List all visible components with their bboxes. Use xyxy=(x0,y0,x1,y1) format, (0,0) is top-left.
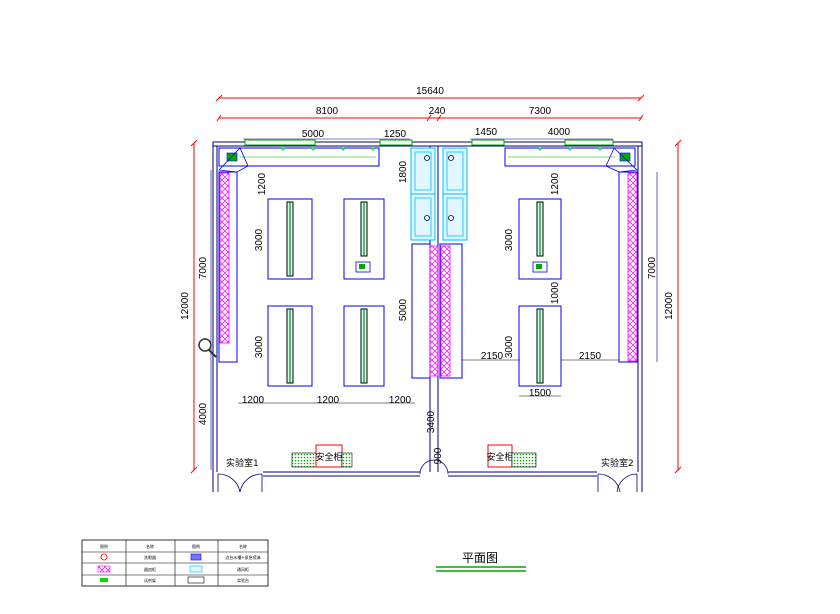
top-dimensions: 15640 8100 240 7300 5000 1250 1450 4000 xyxy=(217,86,643,140)
drawing-title-block: 平面图 xyxy=(436,551,526,572)
room-label-left: 实验室1 xyxy=(226,457,259,469)
left-overall-height-label: 12000 xyxy=(180,292,191,320)
right-window-label: 4000 xyxy=(548,127,571,138)
lab-bench xyxy=(267,198,313,280)
left-aisle-2-label: 1200 xyxy=(317,395,340,406)
walls xyxy=(212,139,643,492)
legend-row3-name2: 实验台 xyxy=(237,577,249,583)
storage-cabinet-icon xyxy=(219,172,230,344)
hood-depth-label: 1800 xyxy=(398,160,409,183)
right-bench-b-label: 3000 xyxy=(504,335,515,358)
fume-hood-legend-icon xyxy=(189,565,203,573)
legend-header-name-2: 名称 xyxy=(239,543,247,549)
legend-row2-name1: 器皿柜 xyxy=(144,566,156,572)
bench-legend-icon xyxy=(187,576,205,584)
legend-row1-name2: 边台水槽+紧急喷淋 xyxy=(225,554,260,560)
left-bottom-gap-label: 4000 xyxy=(198,402,209,425)
center-furniture: 1800 5000 2150 xyxy=(398,147,520,379)
center-cabinet-run-label: 5000 xyxy=(398,298,409,321)
storage-cabinet-icon xyxy=(627,172,638,362)
left-room-door xyxy=(217,473,241,493)
right-bench-width-label: 1500 xyxy=(529,388,552,399)
door-width-label: 900 xyxy=(433,447,444,464)
right-gap-label: 1450 xyxy=(475,127,498,138)
left-room-width-label: 8100 xyxy=(316,106,339,117)
left-room-furniture: 1200 3000 3000 1200 1200 1200 xyxy=(198,147,415,468)
cabinet-legend-icon xyxy=(97,565,111,573)
reagent-rack-icon xyxy=(355,261,371,273)
left-gap-label: 1250 xyxy=(384,129,407,140)
right-cabinet-run-label: 7000 xyxy=(647,256,658,279)
legend-header-symbol-2: 图例 xyxy=(192,543,200,549)
left-window-2 xyxy=(379,139,413,146)
wall-thickness-label: 240 xyxy=(429,106,446,117)
left-wall-cabinet-run xyxy=(218,171,238,363)
corridor-label: 3400 xyxy=(426,410,437,433)
eyewash-legend-icon xyxy=(100,553,108,561)
right-bench-a-label: 3000 xyxy=(504,228,515,251)
legend-header-symbol-1: 图例 xyxy=(100,543,108,549)
left-window-label: 5000 xyxy=(302,129,325,140)
eyewash-sink-icon xyxy=(226,152,238,162)
reagent-rack-icon xyxy=(532,261,548,273)
left-bench-b-label: 3000 xyxy=(254,335,265,358)
left-top-side-bench xyxy=(218,147,380,167)
reagent-legend-icon xyxy=(100,578,108,582)
eyewash-sink-icon xyxy=(619,152,631,162)
left-bench-a-label: 3000 xyxy=(254,228,265,251)
safety-cabinet-left-label: 安全柜 xyxy=(315,451,342,463)
legend-row2-name2: 通风柜 xyxy=(237,566,249,572)
left-cabinet-run-label: 7000 xyxy=(198,256,209,279)
right-window xyxy=(471,139,505,146)
drawing-title: 平面图 xyxy=(462,551,498,565)
lab-bench xyxy=(267,305,313,387)
right-top-gap-label: 1200 xyxy=(550,172,561,195)
left-top-gap-label: 1200 xyxy=(257,172,268,195)
legend-header-name-1: 名称 xyxy=(146,543,154,549)
center-gap-right-label: 2150 xyxy=(579,351,602,362)
right-window-2 xyxy=(564,139,614,146)
center-right-cabinet-run xyxy=(439,243,463,379)
right-bench-gap-label: 1000 xyxy=(550,281,561,304)
right-room-door xyxy=(597,473,621,493)
left-aisle-1-label: 1200 xyxy=(242,395,265,406)
side-dimensions: 12000 12000 7000 4000 7000 xyxy=(180,139,682,474)
reagent-shelf-icon xyxy=(291,452,317,468)
lab-bench xyxy=(343,305,385,387)
right-room-width-label: 7300 xyxy=(529,106,552,117)
legend-table: 图例 名称 图例 名称 洗眼器 边台水槽+紧急喷淋 器皿柜 通风柜 试剂架 实验… xyxy=(81,539,269,587)
magnifier-icon xyxy=(198,338,212,352)
overall-width-label: 15640 xyxy=(416,86,444,97)
lab-bench xyxy=(518,198,562,280)
lab-bench xyxy=(518,305,562,387)
lab-bench xyxy=(343,198,385,280)
center-door xyxy=(419,459,449,475)
reagent-shelf-icon xyxy=(511,452,537,468)
doors: 900 3400 xyxy=(217,410,638,493)
safety-cabinet-right-label: 安全柜 xyxy=(486,451,513,463)
center-left-cabinet-run xyxy=(411,243,431,379)
room-label-right: 实验室2 xyxy=(601,457,634,469)
sink-legend-icon xyxy=(190,553,202,561)
center-gap-left-label: 2150 xyxy=(481,351,504,362)
legend-row3-name1: 试剂架 xyxy=(144,577,156,583)
legend-row1-name1: 洗眼器 xyxy=(144,554,156,560)
left-window xyxy=(244,139,316,146)
left-aisle-3-label: 1200 xyxy=(389,395,412,406)
right-overall-height-label: 12000 xyxy=(664,292,675,320)
right-room-furniture: 1200 3000 1000 3000 2150 1500 安全柜 xyxy=(486,147,638,468)
